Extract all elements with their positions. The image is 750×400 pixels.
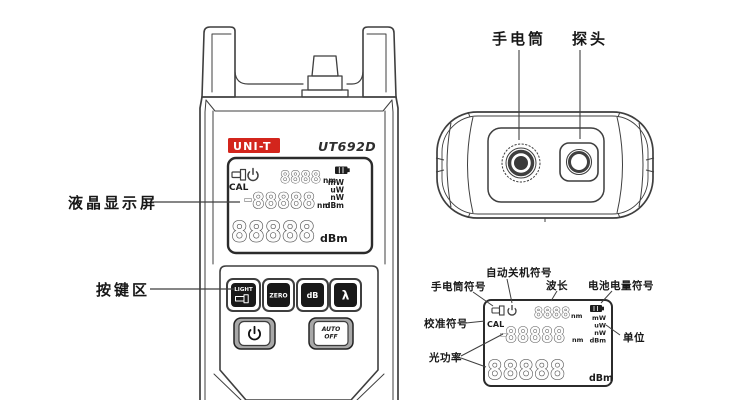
brand-logo-text: UNI-T: [233, 140, 272, 153]
detail-leader-lines: [460, 278, 621, 368]
front-view-drawing: UNI-T UT692D 8888 nm CAL - 88888: [199, 26, 399, 400]
detail-unit-nw: nW: [594, 329, 606, 337]
model-label: UT692D: [318, 139, 376, 154]
battery-symbol-icon: [590, 305, 604, 312]
detail-relative-digits: 88888: [505, 323, 565, 347]
auto-off-label-bottom: OFF: [324, 334, 338, 341]
zero-button: ZERO: [262, 278, 295, 312]
lambda-button-label: λ: [342, 289, 350, 303]
detail-unit-uw: uW: [594, 322, 606, 330]
lcd-wavelength-digits: 8888: [280, 168, 321, 188]
lcd-wavelength-unit: nm: [323, 176, 336, 185]
lcd-absolute-digits: 88888: [231, 215, 315, 248]
lcd-minus: -: [242, 187, 254, 211]
label-lcd-screen: 液晶显示屏: [68, 194, 158, 212]
lcd-unit-uw: uW: [330, 186, 344, 195]
device-body: [199, 96, 399, 400]
power-icon: [247, 167, 259, 182]
device-top-frame: [201, 26, 397, 98]
label-unit: 单位: [623, 331, 645, 344]
label-keypad-area: 按键区: [96, 281, 150, 299]
label-flashlight-symbol: 手电筒符号: [431, 280, 486, 293]
lcd-detail-bezel: [483, 299, 613, 387]
keypad-panel: LIGHT ZERO dB λ: [219, 265, 379, 400]
lcd-unit-nw: nW: [330, 193, 344, 202]
label-optical-power: 光功率: [428, 351, 462, 364]
lcd-absolute-unit: dBm: [320, 232, 348, 245]
lcd-detail-drawing: 8888 nm CAL - 88888 nm mW uW nW dBm 8888…: [424, 266, 654, 387]
power-button-icon: [248, 325, 261, 341]
detail-unit-mw: mW: [592, 314, 606, 322]
db-button-label: dB: [307, 291, 319, 300]
detail-unit-dbm: dBm: [590, 337, 607, 345]
label-auto-off-symbol: 自动关机符号: [486, 266, 552, 279]
auto-off-symbol-icon: [507, 305, 517, 316]
lcd-cal: CAL: [229, 183, 249, 193]
detail-absolute-digits: 88888: [487, 356, 565, 386]
flashlight-lens: [501, 143, 541, 183]
lcd-unit-mw: mW: [328, 178, 345, 187]
auto-off-button: AUTO OFF: [308, 317, 354, 350]
front-callouts: 液晶显示屏 按键区: [68, 194, 240, 299]
brand-area: UNI-T UT692D: [228, 138, 376, 154]
light-button-flashlight-icon: [235, 294, 249, 304]
label-wavelength: 波长: [546, 279, 568, 292]
zero-button-label: ZERO: [269, 293, 287, 300]
label-flashlight: 手电筒: [492, 30, 546, 48]
lcd-bezel: [226, 156, 374, 255]
lcd-unit-dbm: dBm: [325, 201, 344, 210]
detail-absolute-unit: dBm: [589, 373, 613, 384]
detail-wavelength-digits: 8888: [534, 304, 570, 322]
label-calibration-symbol: 校准符号: [424, 317, 468, 330]
power-button: [233, 317, 276, 350]
detail-relative-unit: nm: [572, 336, 584, 344]
light-button-label: LIGHT: [234, 287, 253, 293]
detail-minus: -: [498, 324, 509, 345]
lambda-button: λ: [329, 278, 362, 312]
brand-logo-plate: [228, 138, 280, 153]
label-probe: 探头: [572, 30, 608, 48]
label-battery-symbol: 电池电量符号: [588, 279, 654, 292]
probe-port: [559, 142, 599, 182]
db-button: dB: [296, 278, 329, 312]
flashlight-icon: [231, 168, 247, 181]
probe-connector: [301, 55, 349, 98]
lcd-relative-unit: nm: [317, 201, 330, 210]
battery-icon: [335, 166, 350, 174]
auto-off-label-top: AUTO: [321, 326, 340, 333]
front-lcd: 8888 nm CAL - 88888 nm mW uW nW dBm 8888…: [226, 156, 374, 255]
top-view-drawing: 手电筒 探头: [435, 30, 655, 222]
flashlight-symbol-icon: [491, 305, 505, 316]
lcd-relative-digits: 88888: [252, 189, 315, 213]
detail-cal: CAL: [487, 320, 504, 329]
light-button: LIGHT: [226, 278, 261, 312]
detail-wavelength-unit: nm: [571, 312, 583, 320]
